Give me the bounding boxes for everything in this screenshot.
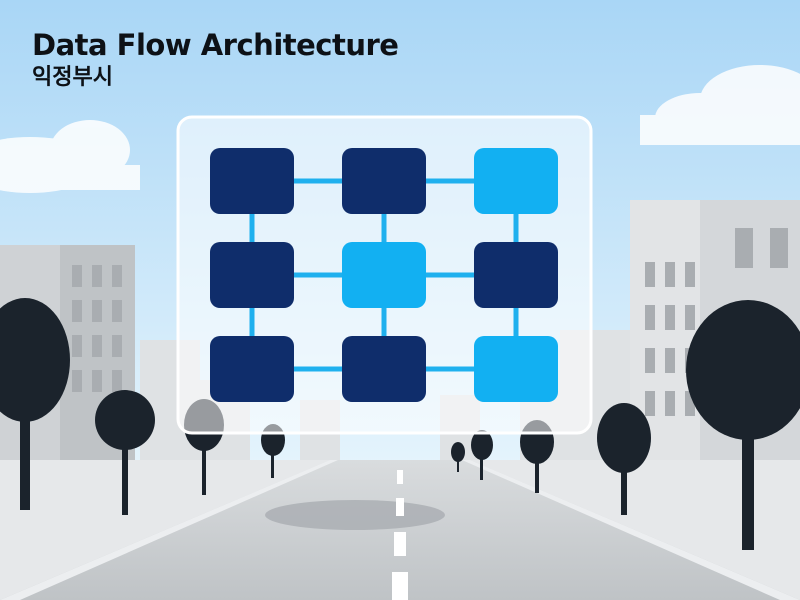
- road-edge-left: [0, 460, 338, 600]
- diagram-node-light: [474, 148, 558, 214]
- cloud-right: [640, 65, 800, 145]
- diagram-node-dark: [210, 242, 294, 308]
- lane-markings: [392, 470, 408, 600]
- tree-left-2: [95, 390, 155, 515]
- road-shadow: [265, 500, 445, 530]
- page-title: Data Flow Architecture: [32, 28, 399, 62]
- tree-right-1: [597, 403, 651, 515]
- road: [0, 460, 800, 600]
- diagram-node-dark: [210, 148, 294, 214]
- tree-right-3: [471, 430, 493, 480]
- title-block: Data Flow Architecture 익정부시: [32, 28, 399, 92]
- diagram-node-dark: [342, 336, 426, 402]
- cloud-left: [0, 120, 140, 193]
- diagram-node-dark: [342, 148, 426, 214]
- diagram-node-dark: [474, 242, 558, 308]
- tree-large-left: [0, 298, 70, 510]
- diagram-node-light: [342, 242, 426, 308]
- tree-right-4: [451, 442, 465, 472]
- tree-large-right: [686, 300, 800, 550]
- node-grid: [210, 148, 558, 402]
- page-subtitle: 익정부시: [32, 65, 113, 90]
- road-edge-right: [462, 460, 800, 600]
- diagram-node-dark: [210, 336, 294, 402]
- diagram-node-light: [474, 336, 558, 402]
